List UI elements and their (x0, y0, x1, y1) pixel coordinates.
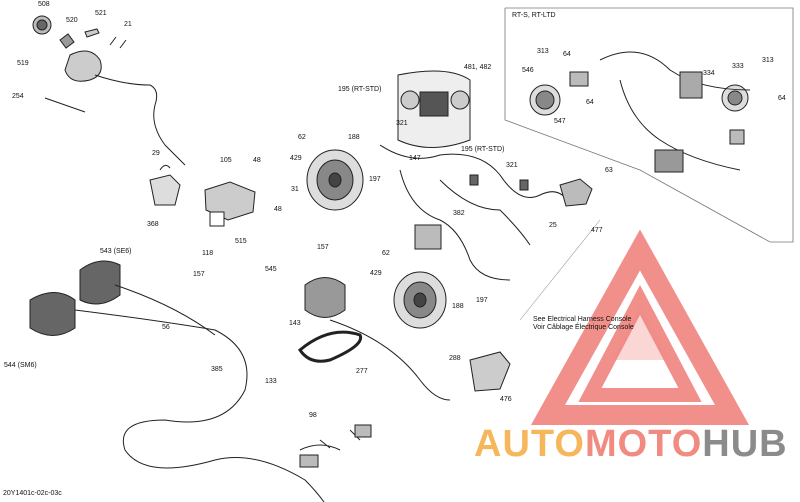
callout-label: 429 (290, 155, 302, 162)
callout-label: 147 (409, 155, 421, 162)
callout-label: 254 (12, 93, 24, 100)
callout-label: 544 (SM6) (4, 362, 37, 369)
callout-label: 188 (348, 134, 360, 141)
callout-label: 197 (476, 297, 488, 304)
inset-frame (504, 7, 794, 243)
callout-label: 29 (152, 150, 160, 157)
callout-label: 188 (452, 303, 464, 310)
callout-label: 56 (162, 324, 170, 331)
callout-label: 143 (289, 320, 301, 327)
switch-544-sm6 (29, 292, 76, 336)
callout-label: 508 (38, 1, 50, 8)
switch-assembly-519 (32, 15, 186, 166)
strap-277 (298, 330, 363, 363)
harness-note: See Electrical Harness Console Voir Câbl… (533, 316, 634, 332)
callout-label: 313 (537, 48, 549, 55)
callout-label: 25 (549, 222, 557, 229)
callout-label: 382 (453, 210, 465, 217)
callout-label: 21 (124, 21, 132, 28)
callout-label: 62 (382, 250, 390, 257)
callout-label: 333 (732, 63, 744, 70)
module-515 (204, 181, 256, 227)
callout-label: 157 (317, 244, 329, 251)
callout-label: 157 (193, 271, 205, 278)
callout-label: 63 (605, 167, 613, 174)
callout-label: 277 (356, 368, 368, 375)
callout-label: 520 (66, 17, 78, 24)
callout-label: 321 (396, 120, 408, 127)
actuator-477 (559, 178, 593, 207)
bracket-476 (469, 351, 511, 392)
switch-543-se6 (79, 260, 121, 305)
callout-label: 385 (211, 366, 223, 373)
callout-label: 546 (522, 67, 534, 74)
watermark-brand: AUTOMOTOHUB (474, 423, 788, 466)
callout-label: 195 (RT-STD) (461, 146, 505, 153)
diagram-code: 20Y1401c-02c-03c (3, 490, 62, 497)
harness-note-line2: Voir Câblage Électrique Console (533, 324, 634, 331)
speaker-429-upper (306, 149, 364, 211)
callout-label: 288 (449, 355, 461, 362)
callout-label: 545 (265, 266, 277, 273)
callout-label: 515 (235, 238, 247, 245)
watermark-moto: MOTO (584, 423, 703, 465)
callout-label: 133 (265, 378, 277, 385)
callout-label: 321 (506, 162, 518, 169)
watermark-hub: HUB (702, 423, 788, 465)
inset-gauges (529, 51, 751, 173)
callout-label: 118 (202, 250, 214, 257)
callout-label: 547 (554, 118, 566, 125)
inset-leader (519, 219, 601, 321)
lower-left-harness (74, 284, 372, 502)
callout-label: 481, 482 (464, 64, 492, 71)
callout-label: 105 (220, 157, 232, 164)
gauge-cluster-481 (397, 70, 471, 148)
callout-label: 48 (274, 206, 282, 213)
callout-label: 64 (563, 51, 571, 58)
lower-right-harness (329, 319, 451, 401)
callout-label: 195 (RT-STD) (338, 86, 382, 93)
callout-label: 543 (SE6) (100, 248, 132, 255)
callout-label: 197 (369, 176, 381, 183)
callout-label: 476 (500, 396, 512, 403)
callout-label: 313 (762, 57, 774, 64)
speaker-429-lower (393, 271, 447, 329)
callout-label: 368 (147, 221, 159, 228)
callout-label: 519 (17, 60, 29, 67)
callout-label: 98 (309, 412, 317, 419)
callout-label: 31 (291, 186, 299, 193)
switch-545 (304, 277, 346, 318)
watermark-logo (530, 229, 750, 425)
callout-label: 48 (253, 157, 261, 164)
bracket-368 (149, 164, 181, 206)
callout-label: 429 (370, 270, 382, 277)
callout-label: 334 (703, 70, 715, 77)
watermark-auto: AUTO (474, 423, 585, 465)
callout-label: 64 (778, 95, 786, 102)
callout-label: 521 (95, 10, 107, 17)
main-wiring-harness (379, 144, 571, 281)
callout-label: 62 (298, 134, 306, 141)
harness-note-line1: See Electrical Harness Console (533, 316, 632, 323)
inset-title: RT-S, RT-LTD (512, 12, 556, 19)
callout-label: 477 (591, 227, 603, 234)
callout-label: 64 (586, 99, 594, 106)
